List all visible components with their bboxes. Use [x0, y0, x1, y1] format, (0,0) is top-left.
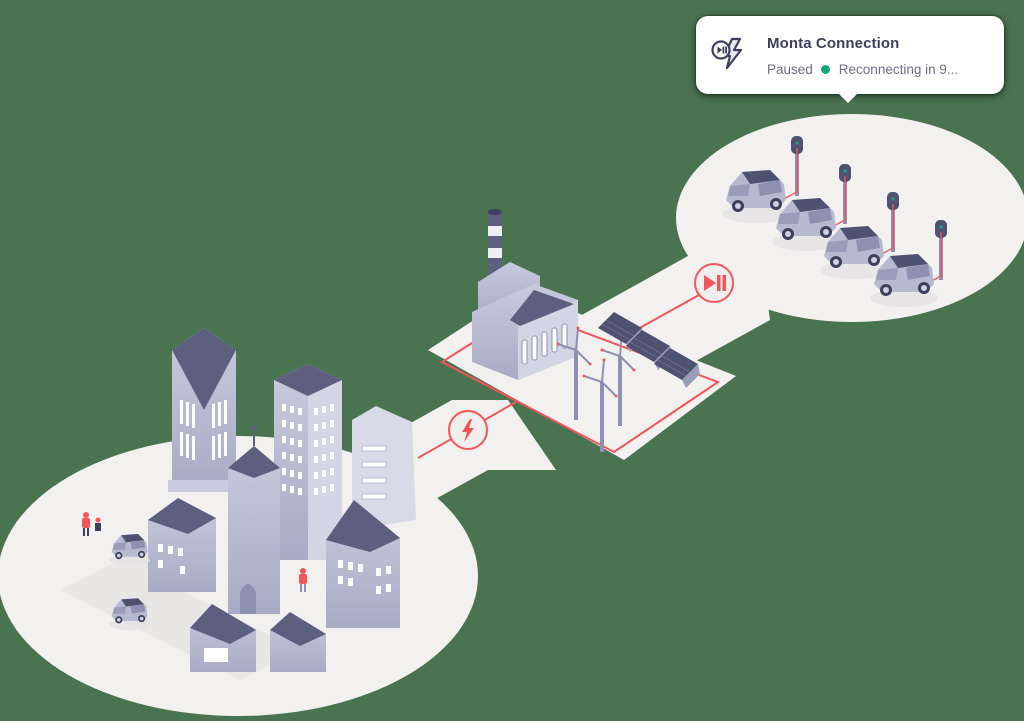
factory	[472, 209, 578, 380]
lightning-icon	[462, 419, 474, 442]
status-text: Paused	[767, 62, 813, 77]
power-node-button[interactable]	[449, 411, 487, 449]
city-buildings	[60, 328, 416, 680]
tooltip-status-line: Paused Reconnecting in 9...	[767, 62, 958, 77]
people	[82, 512, 307, 592]
connection-tooltip: Monta Connection Paused Reconnecting in …	[696, 16, 1004, 103]
tooltip-title: Monta Connection	[767, 35, 900, 52]
charger-pause-icon	[711, 37, 743, 70]
reconnect-text: Reconnecting in 9...	[838, 62, 959, 77]
play-pause-icon	[704, 275, 726, 291]
status-dot	[820, 65, 830, 74]
power-node	[448, 410, 488, 450]
play-pause-button[interactable]	[695, 264, 733, 302]
play-pause-node	[694, 263, 734, 303]
